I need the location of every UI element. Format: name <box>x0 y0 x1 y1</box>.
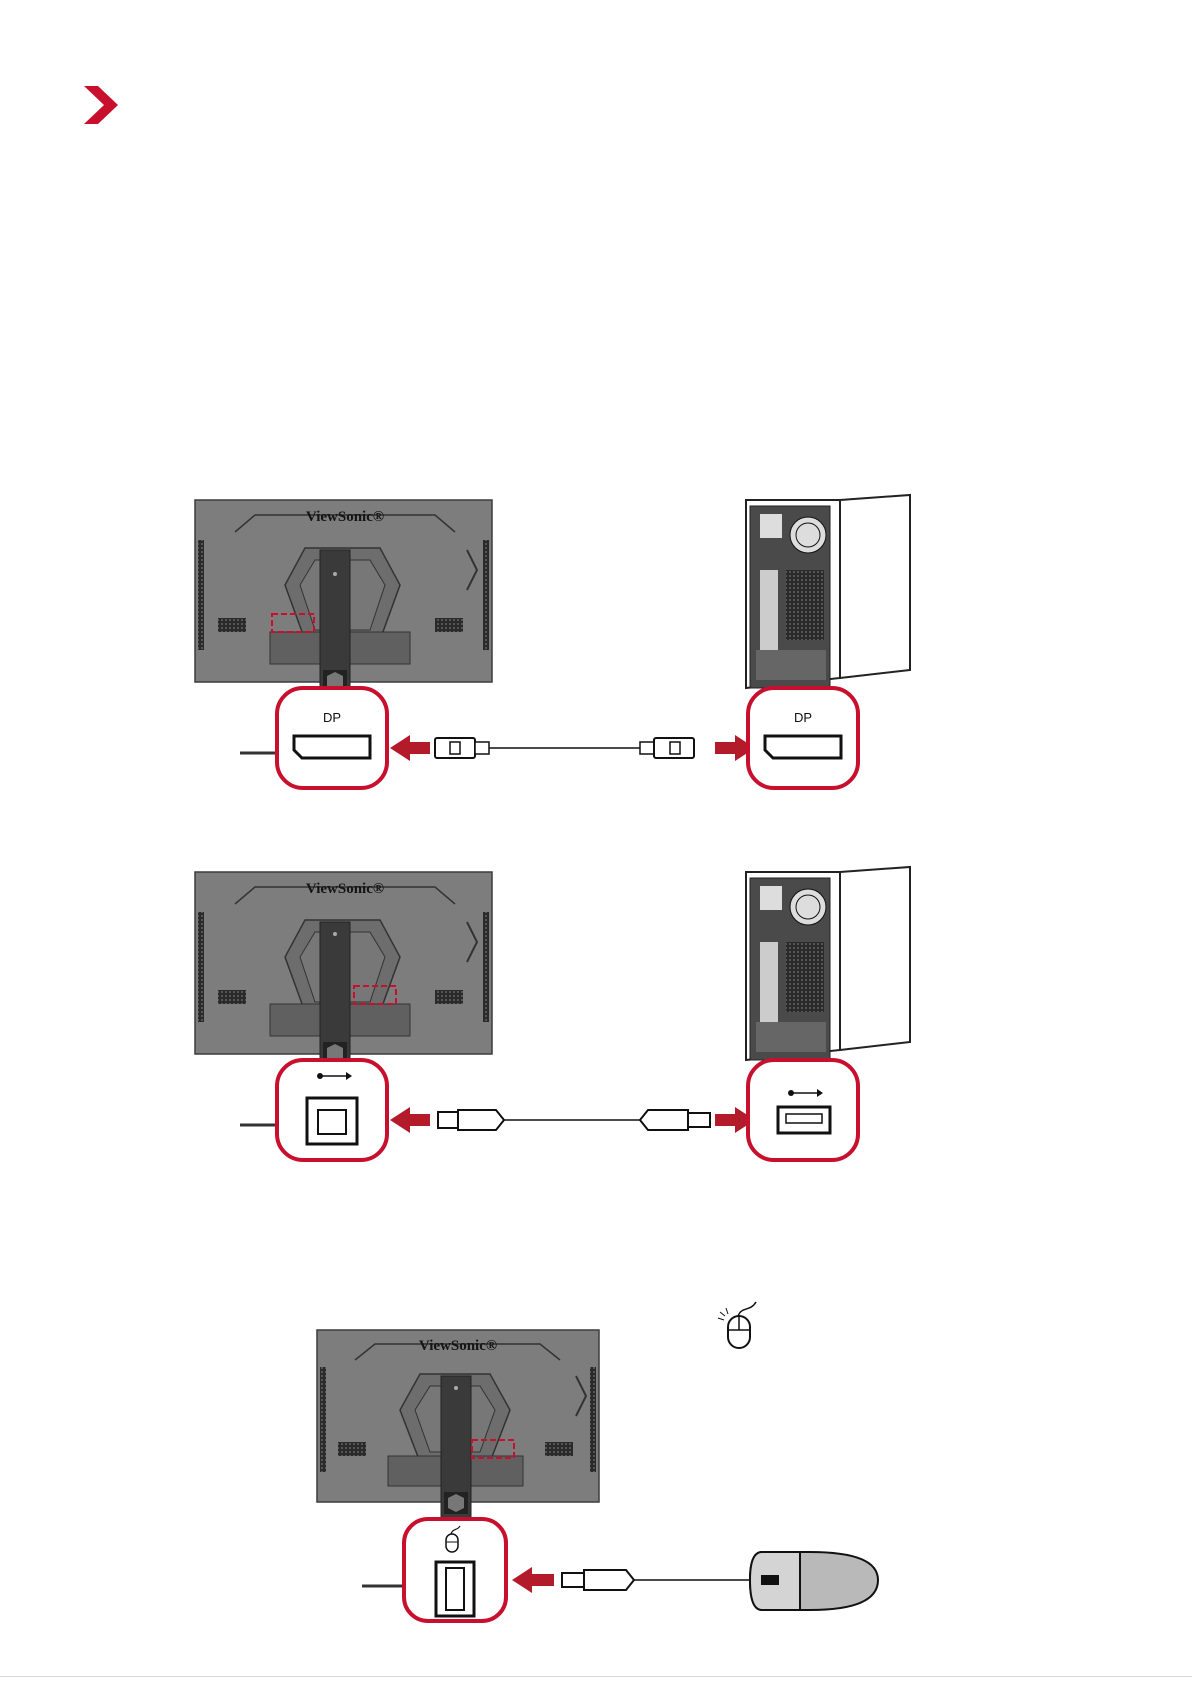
arrow-left <box>390 1107 430 1133</box>
monitor-port-callout <box>362 1519 506 1621</box>
footer-rule <box>0 1676 1192 1677</box>
displayport-connection-figure: ViewSonic® DP <box>180 490 940 800</box>
monitor-back: ViewSonic® <box>195 872 492 1072</box>
usb-cable <box>562 1570 762 1590</box>
displayport-cable <box>435 738 694 758</box>
monitor-logo: ViewSonic® <box>419 1338 497 1354</box>
computer-tower <box>746 867 910 1060</box>
monitor-logo: ViewSonic® <box>306 881 384 897</box>
monitor-back: ViewSonic® <box>317 1330 599 1521</box>
monitor-logo: ViewSonic® <box>306 509 384 525</box>
usb-cable <box>438 1110 710 1130</box>
usb-upstream-connection-figure: ViewSonic® <box>180 862 940 1172</box>
brand-chevron-icon <box>84 86 118 124</box>
usb-downstream-connection-figure: ViewSonic® <box>300 1322 920 1627</box>
arrow-left <box>390 735 430 761</box>
computer-port-callout: DP <box>748 688 858 788</box>
arrow-left <box>512 1567 554 1593</box>
monitor-port-callout <box>240 1060 387 1160</box>
monitor-port-callout: DP <box>240 688 387 788</box>
computer-tower <box>746 495 910 688</box>
computer-port-callout <box>748 1060 858 1160</box>
computer-port-label: DP <box>794 710 812 725</box>
monitor-back: ViewSonic® <box>195 500 492 700</box>
monitor-port-label: DP <box>323 710 341 725</box>
mouse-device <box>750 1552 878 1610</box>
